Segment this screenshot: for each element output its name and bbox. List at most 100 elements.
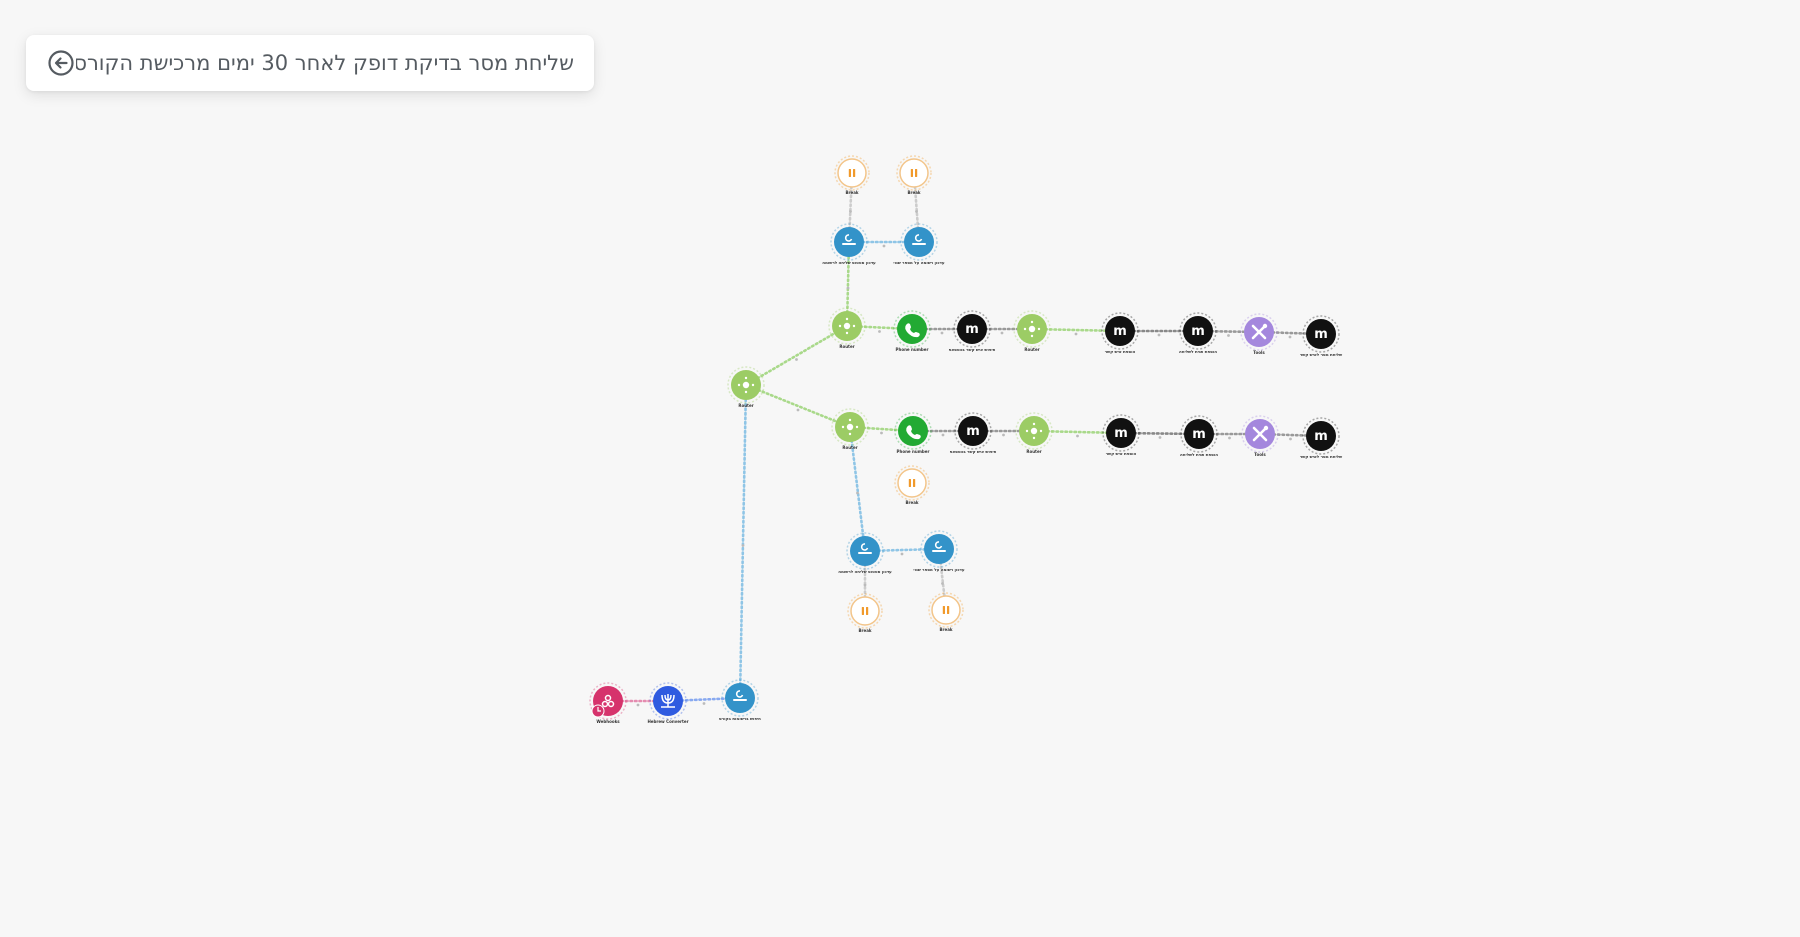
pause-icon <box>861 607 869 615</box>
scenario-title: שליחת מסר בדיקת דופק לאחר 30 ימים מרכישת… <box>76 51 574 75</box>
filter-dot[interactable] <box>849 210 852 213</box>
router-icon <box>1023 320 1041 338</box>
manychat-icon: m <box>1191 324 1205 339</box>
module-label: Phone number <box>896 347 929 352</box>
filter-dot[interactable] <box>1076 434 1079 438</box>
filter-dot[interactable] <box>878 330 881 333</box>
filter-dot[interactable] <box>795 358 798 361</box>
module-label: Break <box>905 500 918 505</box>
module-label: הוספת איש קשר <box>1106 451 1137 456</box>
pause-icon <box>942 606 950 614</box>
module-label: Tools <box>1254 452 1266 457</box>
module-router-bottom-2[interactable]: Router <box>1015 412 1053 454</box>
filter-dot[interactable] <box>741 544 745 547</box>
module-phone-bottom[interactable]: Phone number <box>894 412 932 454</box>
filter-dot[interactable] <box>941 433 945 437</box>
module-label: עדכון סטטוס שליחה לרשומה <box>838 569 892 574</box>
filter-dot[interactable] <box>880 431 883 435</box>
datastore-icon <box>858 543 872 554</box>
filter-dot[interactable] <box>1157 333 1161 337</box>
filter-dot[interactable] <box>796 408 800 412</box>
module-tools-bottom[interactable]: Tools <box>1241 415 1279 457</box>
filter-dot[interactable] <box>941 582 944 585</box>
filter-dot[interactable] <box>856 491 859 495</box>
module-sleep-top-1[interactable]: Break <box>834 155 870 195</box>
manychat-icon: m <box>1192 427 1206 442</box>
module-label: עדכון סטטוס שליחה לרשומה <box>822 260 876 265</box>
back-button[interactable] <box>46 48 76 78</box>
module-label: הוספת תגית לשליחה <box>1179 349 1217 354</box>
router-icon <box>838 317 856 335</box>
connection-datastore-main-router-main[interactable] <box>738 383 748 700</box>
manychat-icon: m <box>1114 426 1128 441</box>
filter-dot[interactable] <box>915 210 918 213</box>
manychat-icon: m <box>966 424 980 439</box>
filter-dot[interactable] <box>1227 334 1230 337</box>
filter-dot[interactable] <box>940 331 944 335</box>
phone-icon <box>905 323 920 338</box>
filter-dot[interactable] <box>1158 436 1162 439</box>
tools-icon <box>1252 425 1269 442</box>
module-router-top[interactable]: Router <box>828 307 866 349</box>
module-sleep-bottom-2[interactable]: Break <box>928 592 964 632</box>
datastore-icon <box>842 234 856 245</box>
module-label: Router <box>839 344 854 349</box>
menorah-icon <box>661 694 675 708</box>
module-tools-top[interactable]: Tools <box>1240 313 1278 355</box>
filter-dot[interactable] <box>1000 331 1004 335</box>
module-label: Tools <box>1253 350 1265 355</box>
module-hebrew-converter[interactable]: Hebrew Converter <box>647 682 689 724</box>
module-label: Router <box>1024 347 1039 352</box>
filter-dot[interactable] <box>702 702 706 705</box>
filter-dot[interactable] <box>846 286 850 290</box>
filter-dot[interactable] <box>1289 437 1292 441</box>
module-sleep-bottom-1[interactable]: Break <box>847 593 883 633</box>
module-router-main[interactable]: Router <box>727 366 765 408</box>
datastore-icon <box>932 541 946 552</box>
module-datastore-bottom-1[interactable]: עדכון סטטוס שליחה לרשומה <box>838 532 892 574</box>
module-router-bottom[interactable]: Router <box>831 408 869 450</box>
module-webhooks[interactable]: Webhooks <box>589 682 627 724</box>
module-label: Router <box>842 445 857 450</box>
tools-icon <box>1251 323 1268 340</box>
arrow-left-circle-icon <box>48 50 74 76</box>
module-datastore-bottom-2[interactable]: עדכון רשומה על מספר שגוי <box>913 530 965 572</box>
module-datastore-top-2[interactable]: עדכון רשומה על מספר שגוי <box>893 223 945 265</box>
filter-dot[interactable] <box>1228 436 1231 440</box>
phone-icon <box>906 425 921 440</box>
schedule-clock-icon[interactable] <box>591 704 605 718</box>
scenario-title-card: שליחת מסר בדיקת דופק לאחר 30 ימים מרכישת… <box>26 35 594 91</box>
connection-router-bottom-datastore-bottom-1[interactable] <box>848 425 867 553</box>
module-datastore-main[interactable]: חיפוש ברשומות בקורס <box>719 679 761 721</box>
filter-dot[interactable] <box>863 583 867 587</box>
filter-dot[interactable] <box>636 703 640 707</box>
module-phone-top[interactable]: Phone number <box>893 310 931 352</box>
svg-text:m: m <box>1314 429 1328 444</box>
module-router-top-2[interactable]: Router <box>1013 310 1051 352</box>
filter-dot[interactable] <box>1074 332 1078 336</box>
module-sleep-top-2[interactable]: Break <box>896 155 932 195</box>
connection-router-main-router-bottom[interactable] <box>744 383 852 429</box>
module-mc-top-3[interactable]: m הוספת תגית לשליחה <box>1179 312 1217 354</box>
module-datastore-top-1[interactable]: עדכון סטטוס שליחה לרשומה <box>822 223 876 265</box>
filter-dot[interactable] <box>1288 335 1292 339</box>
svg-text:m: m <box>1113 324 1127 339</box>
filter-dot[interactable] <box>1002 433 1005 437</box>
connection-router-main-router-top[interactable] <box>744 324 849 387</box>
pause-icon <box>910 169 918 177</box>
module-label: עדכון רשומה על מספר שגוי <box>893 260 944 265</box>
filter-dot[interactable] <box>882 244 886 248</box>
svg-text:m: m <box>966 424 980 439</box>
module-sleep-mid[interactable]: Break <box>894 465 930 505</box>
filter-dot[interactable] <box>900 552 904 556</box>
module-mc-bottom-2[interactable]: m הוספת איש קשר <box>1102 414 1140 456</box>
svg-text:m: m <box>965 322 979 337</box>
